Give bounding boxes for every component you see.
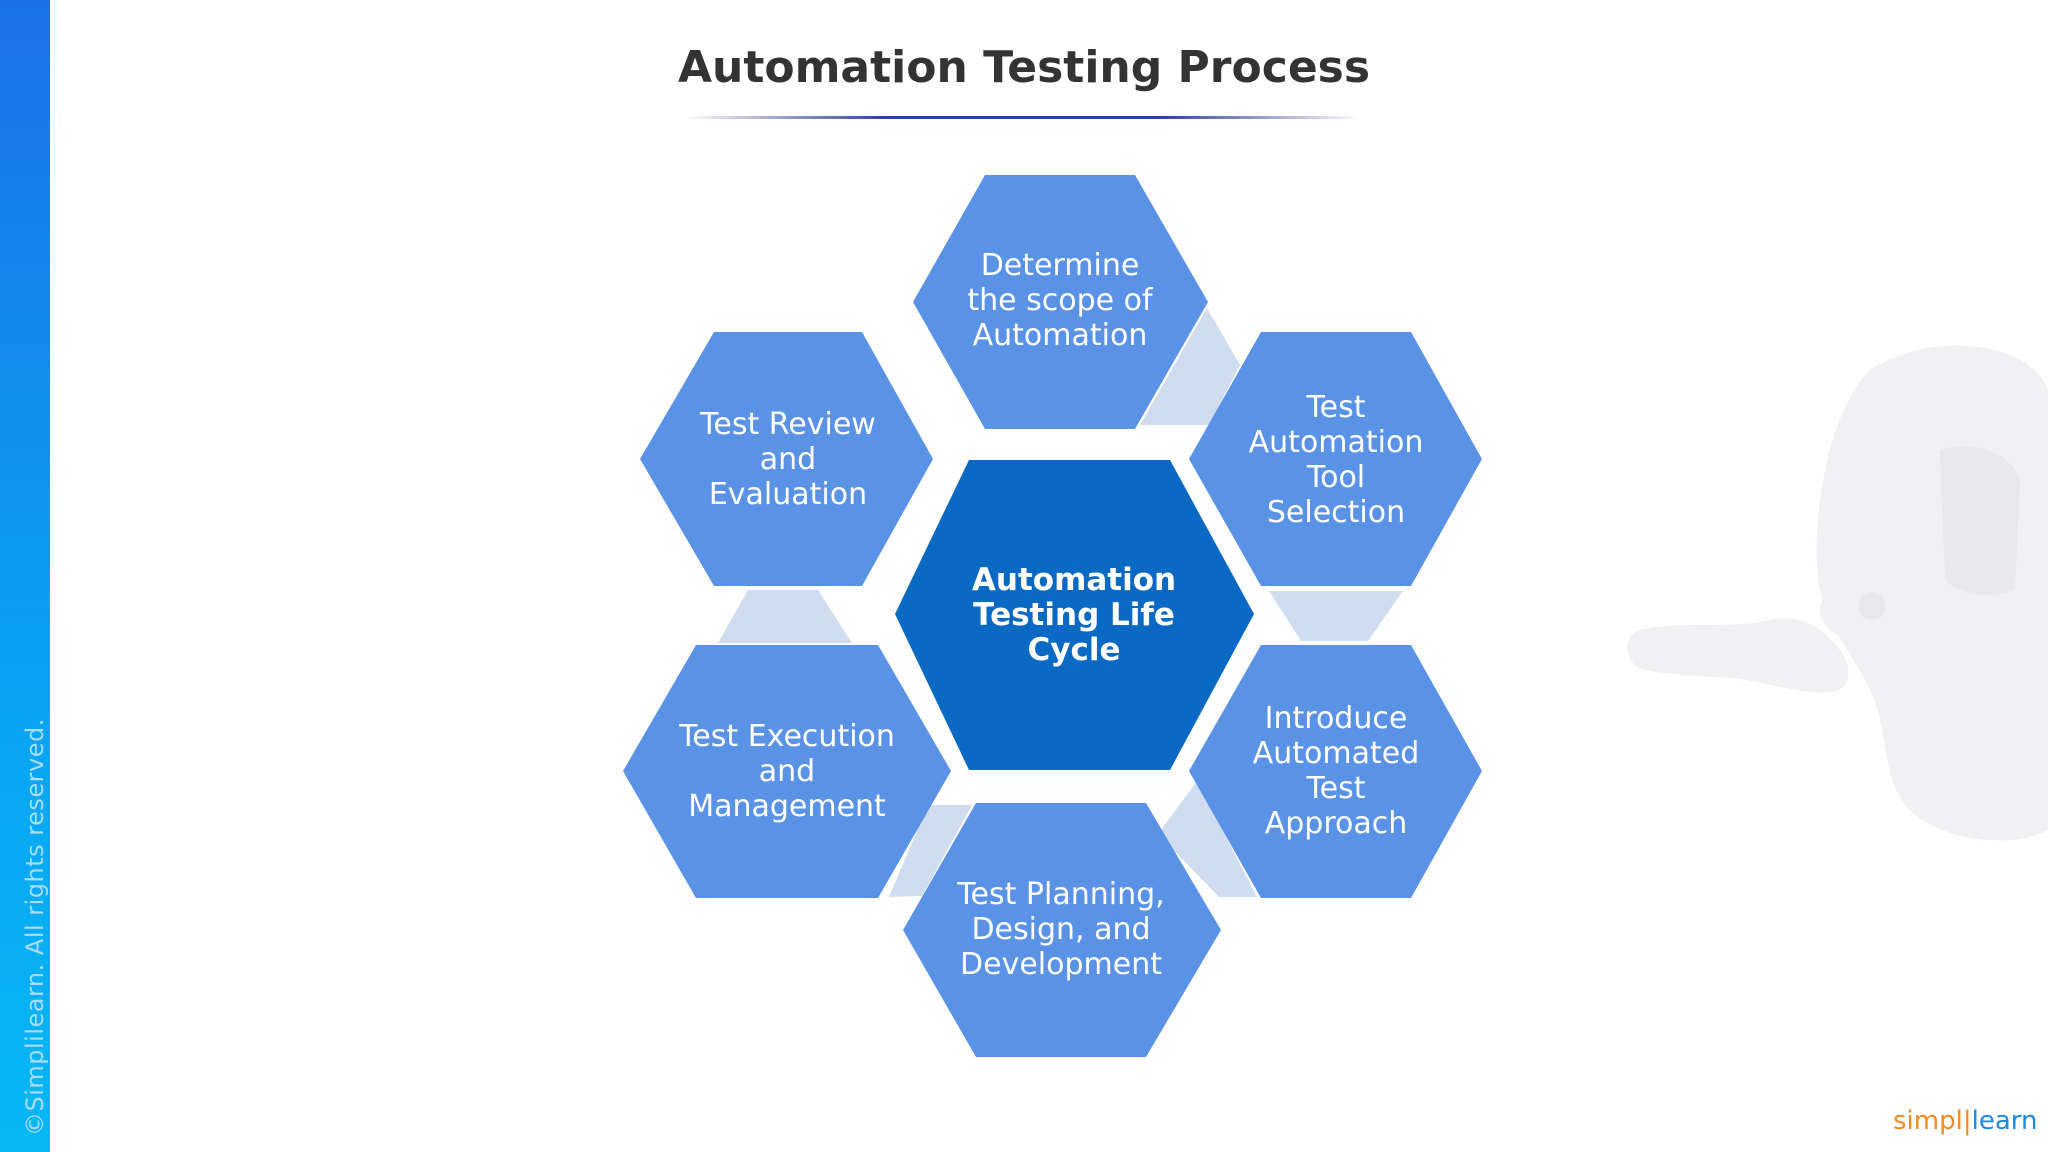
step-1-label: Determine the scope of Automation	[967, 247, 1153, 353]
connector-2-3	[1269, 591, 1403, 641]
connector-5-6	[718, 590, 852, 643]
step-6-label: Test Review and Evaluation	[700, 406, 876, 512]
simplilearn-logo: simpl|learn	[1893, 1106, 2038, 1136]
step-2-label: Test Automation Tool Selection	[1248, 390, 1424, 530]
step-3-label: Introduce Automated Test Approach	[1252, 701, 1420, 841]
step-4-label: Test Planning, Design, and Development	[957, 876, 1165, 982]
hex-center	[895, 460, 1254, 770]
title-underline	[683, 116, 1363, 119]
center-label: Automation Testing Life Cycle	[971, 561, 1177, 668]
robot-watermark-icon	[1627, 345, 2048, 841]
hex-step-6	[640, 332, 933, 586]
hex-step-1	[913, 175, 1208, 429]
connector-3-4	[1158, 781, 1257, 897]
connector-4-5	[889, 805, 972, 897]
hex-step-3	[1189, 645, 1482, 898]
hex-step-2	[1189, 332, 1482, 586]
step-5-label: Test Execution and Management	[679, 718, 895, 824]
connector-1-2	[1140, 308, 1240, 425]
left-accent-bar	[0, 0, 50, 1152]
slide-title: Automation Testing Process	[677, 42, 1371, 93]
hex-step-4	[903, 803, 1221, 1057]
hex-step-5	[623, 645, 951, 898]
